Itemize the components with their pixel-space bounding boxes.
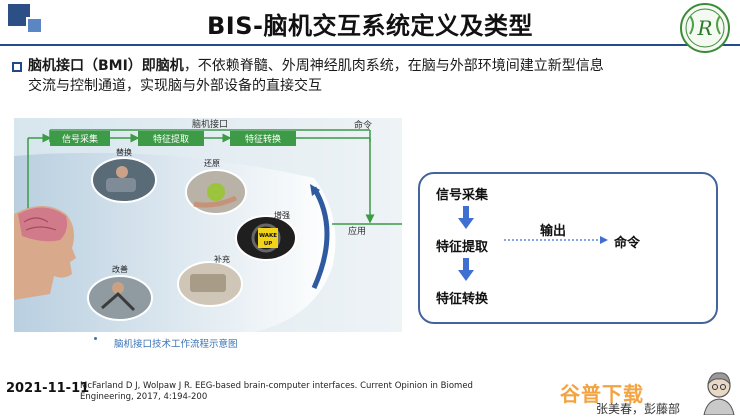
- down-arrow-icon: [458, 258, 474, 281]
- function-label-enhance: 增强: [274, 210, 290, 220]
- function-replace: 替换: [91, 147, 157, 203]
- bullet-square-icon: [12, 62, 22, 72]
- intro-paragraph: 脑机接口（BMI）即脑机，不依赖脊髓、外周神经肌肉系统，在脑与外部环境间建立新型…: [28, 56, 708, 96]
- function-label-restore: 还原: [204, 158, 220, 168]
- reference-line-1: McFarland D J, Wolpaw J R. EEG-based bra…: [80, 381, 473, 391]
- header-deco-square-small: [26, 17, 43, 34]
- step-box-1: [50, 131, 110, 146]
- flow-step-acquisition: 信号采集: [436, 188, 489, 203]
- presenter-avatar-icon: [703, 372, 735, 415]
- dotted-arrow-icon: [504, 236, 608, 244]
- footer-reference: McFarland D J, Wolpaw J R. EEG-based bra…: [80, 381, 580, 403]
- footer-date: 2021-11-11: [6, 381, 90, 396]
- command-label: 命令: [354, 119, 372, 131]
- function-restore: 还原: [185, 158, 247, 215]
- header-deco-square: [8, 4, 30, 26]
- dome-arrow-icon: [310, 184, 320, 196]
- wake-text-2: UP: [264, 241, 273, 247]
- intro-line2: 交流与控制通道，实现脑与外部设备的直接交互: [28, 78, 322, 94]
- step-box-3: [230, 131, 296, 146]
- head-icon: [14, 206, 76, 300]
- university-logo: R: [680, 3, 730, 53]
- application-label: 应用: [348, 225, 366, 237]
- down-arrow-icon: [458, 206, 474, 229]
- function-label-replace: 替换: [116, 147, 132, 157]
- dome-edge: [311, 186, 330, 290]
- function-enhance: WAKE UP 增强: [235, 210, 297, 261]
- intro-line1: ，不依赖脊髓、外周神经肌肉系统，在脑与外部环境间建立新型信息: [183, 58, 604, 74]
- step-label-1: 信号采集: [62, 133, 98, 145]
- wake-text-1: WAKE: [259, 233, 277, 239]
- function-label-supplement: 补充: [214, 254, 230, 264]
- caption-bullet-icon: [94, 337, 97, 340]
- function-improve: 改善: [87, 264, 153, 321]
- step-label-3: 特征转换: [245, 133, 281, 145]
- flow-summary-box: [418, 172, 718, 324]
- footer-author: 张美春，彭藤部: [596, 402, 681, 416]
- page-title: BIS-脑机交互系统定义及类型: [207, 12, 533, 40]
- function-label-improve: 改善: [112, 264, 128, 274]
- flow-step-translation: 特征转换: [436, 292, 489, 307]
- watermark: 谷普下载: [560, 382, 644, 406]
- flow-output-label: 输出: [540, 224, 567, 239]
- bci-label: 脑机接口: [192, 118, 228, 130]
- figure-caption: 脑机接口技术工作流程示意图: [114, 339, 238, 350]
- logo-letter: R: [696, 16, 712, 40]
- intro-term: 脑机接口（BMI）即脑机: [28, 58, 184, 74]
- header-divider: [0, 44, 740, 46]
- reference-line-2: Engineering, 2017, 4:194-200: [80, 392, 208, 402]
- flow-step-extraction: 特征提取: [436, 240, 489, 255]
- step-box-2: [138, 131, 204, 146]
- flow-command-label: 命令: [614, 236, 641, 251]
- bci-workflow-diagram: 脑机接口 信号采集 特征提取 特征转换 命令 应用 替换 还原 WAKE UP …: [14, 118, 402, 332]
- step-label-2: 特征提取: [153, 133, 189, 145]
- function-supplement: 补充: [177, 254, 243, 307]
